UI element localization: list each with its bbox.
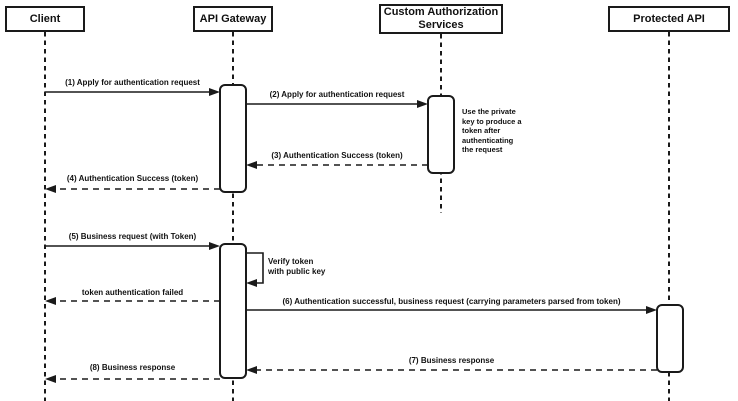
message-token-failed-arrowhead [45,297,56,305]
activation-custom-authorization [427,95,455,174]
message-3-arrowhead [246,161,257,169]
message-2-label: (2) Apply for authentication request [269,90,405,99]
activation-api-gateway-2 [219,243,247,379]
message-7-label: (7) Business response [408,356,495,365]
actor-api-gateway: API Gateway [193,6,273,32]
message-5-label: (5) Business request (with Token) [68,232,197,241]
note-private-key: Use the private key to produce a token a… [462,107,522,154]
message-1-arrowhead [209,88,220,96]
message-4-arrowhead [45,185,56,193]
message-3-label: (3) Authentication Success (token) [271,151,403,160]
self-message-verify-token-line [246,252,264,284]
message-8-label: (8) Business response [89,363,176,372]
message-5-arrowhead [209,242,220,250]
actor-client: Client [5,6,85,32]
actor-protected-api: Protected API [608,6,730,32]
message-6-label: (6) Authentication successful, business … [282,297,621,306]
activation-protected-api [656,304,684,373]
activation-api-gateway-1 [219,84,247,193]
message-1-label: (1) Apply for authentication request [65,78,200,87]
message-4-label: (4) Authentication Success (token) [66,174,199,183]
message-7-arrowhead [246,366,257,374]
self-message-verify-token-label: Verify token with public key [268,257,326,276]
actor-custom-authorization-services: Custom Authorization Services [379,4,503,34]
message-6-arrowhead [646,306,657,314]
self-message-verify-token-arrowhead [246,279,257,287]
message-8-arrowhead [45,375,56,383]
message-token-failed-label: token authentication failed [81,288,184,297]
message-2-arrowhead [417,100,428,108]
